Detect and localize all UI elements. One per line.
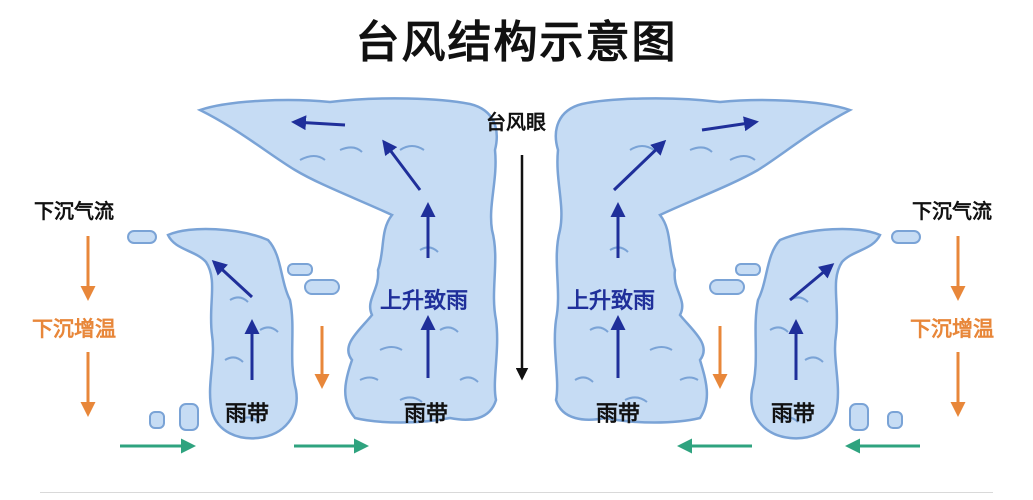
eye-label: 台风眼 (486, 110, 546, 134)
diagram-title: 台风结构示意图 (355, 17, 678, 68)
updraft-rain-label-left: 上升致雨 (380, 289, 469, 314)
rainband-label-4: 雨带 (771, 402, 816, 427)
downdraft-label-left: 下沉气流 (34, 199, 114, 223)
updraft-rain-label-right: 上升致雨 (567, 289, 656, 314)
warming-label-left: 下沉增温 (32, 317, 116, 341)
cloud-puffs (127, 230, 921, 431)
rainband-label-1: 雨带 (225, 402, 270, 427)
rainband-label-2: 雨带 (404, 402, 449, 427)
left-eyewall-cloud (196, 97, 499, 424)
warming-label-right: 下沉增温 (910, 317, 994, 341)
right-rainband-cloud (750, 227, 882, 440)
downdraft-label-right: 下沉气流 (912, 199, 992, 223)
right-eyewall-cloud (553, 97, 854, 424)
sinking-arrows (80, 236, 966, 417)
updraft-arrows (211, 115, 835, 380)
rainband-label-3: 雨带 (596, 402, 641, 427)
bottom-divider (40, 492, 993, 493)
left-rainband-cloud (166, 227, 298, 440)
